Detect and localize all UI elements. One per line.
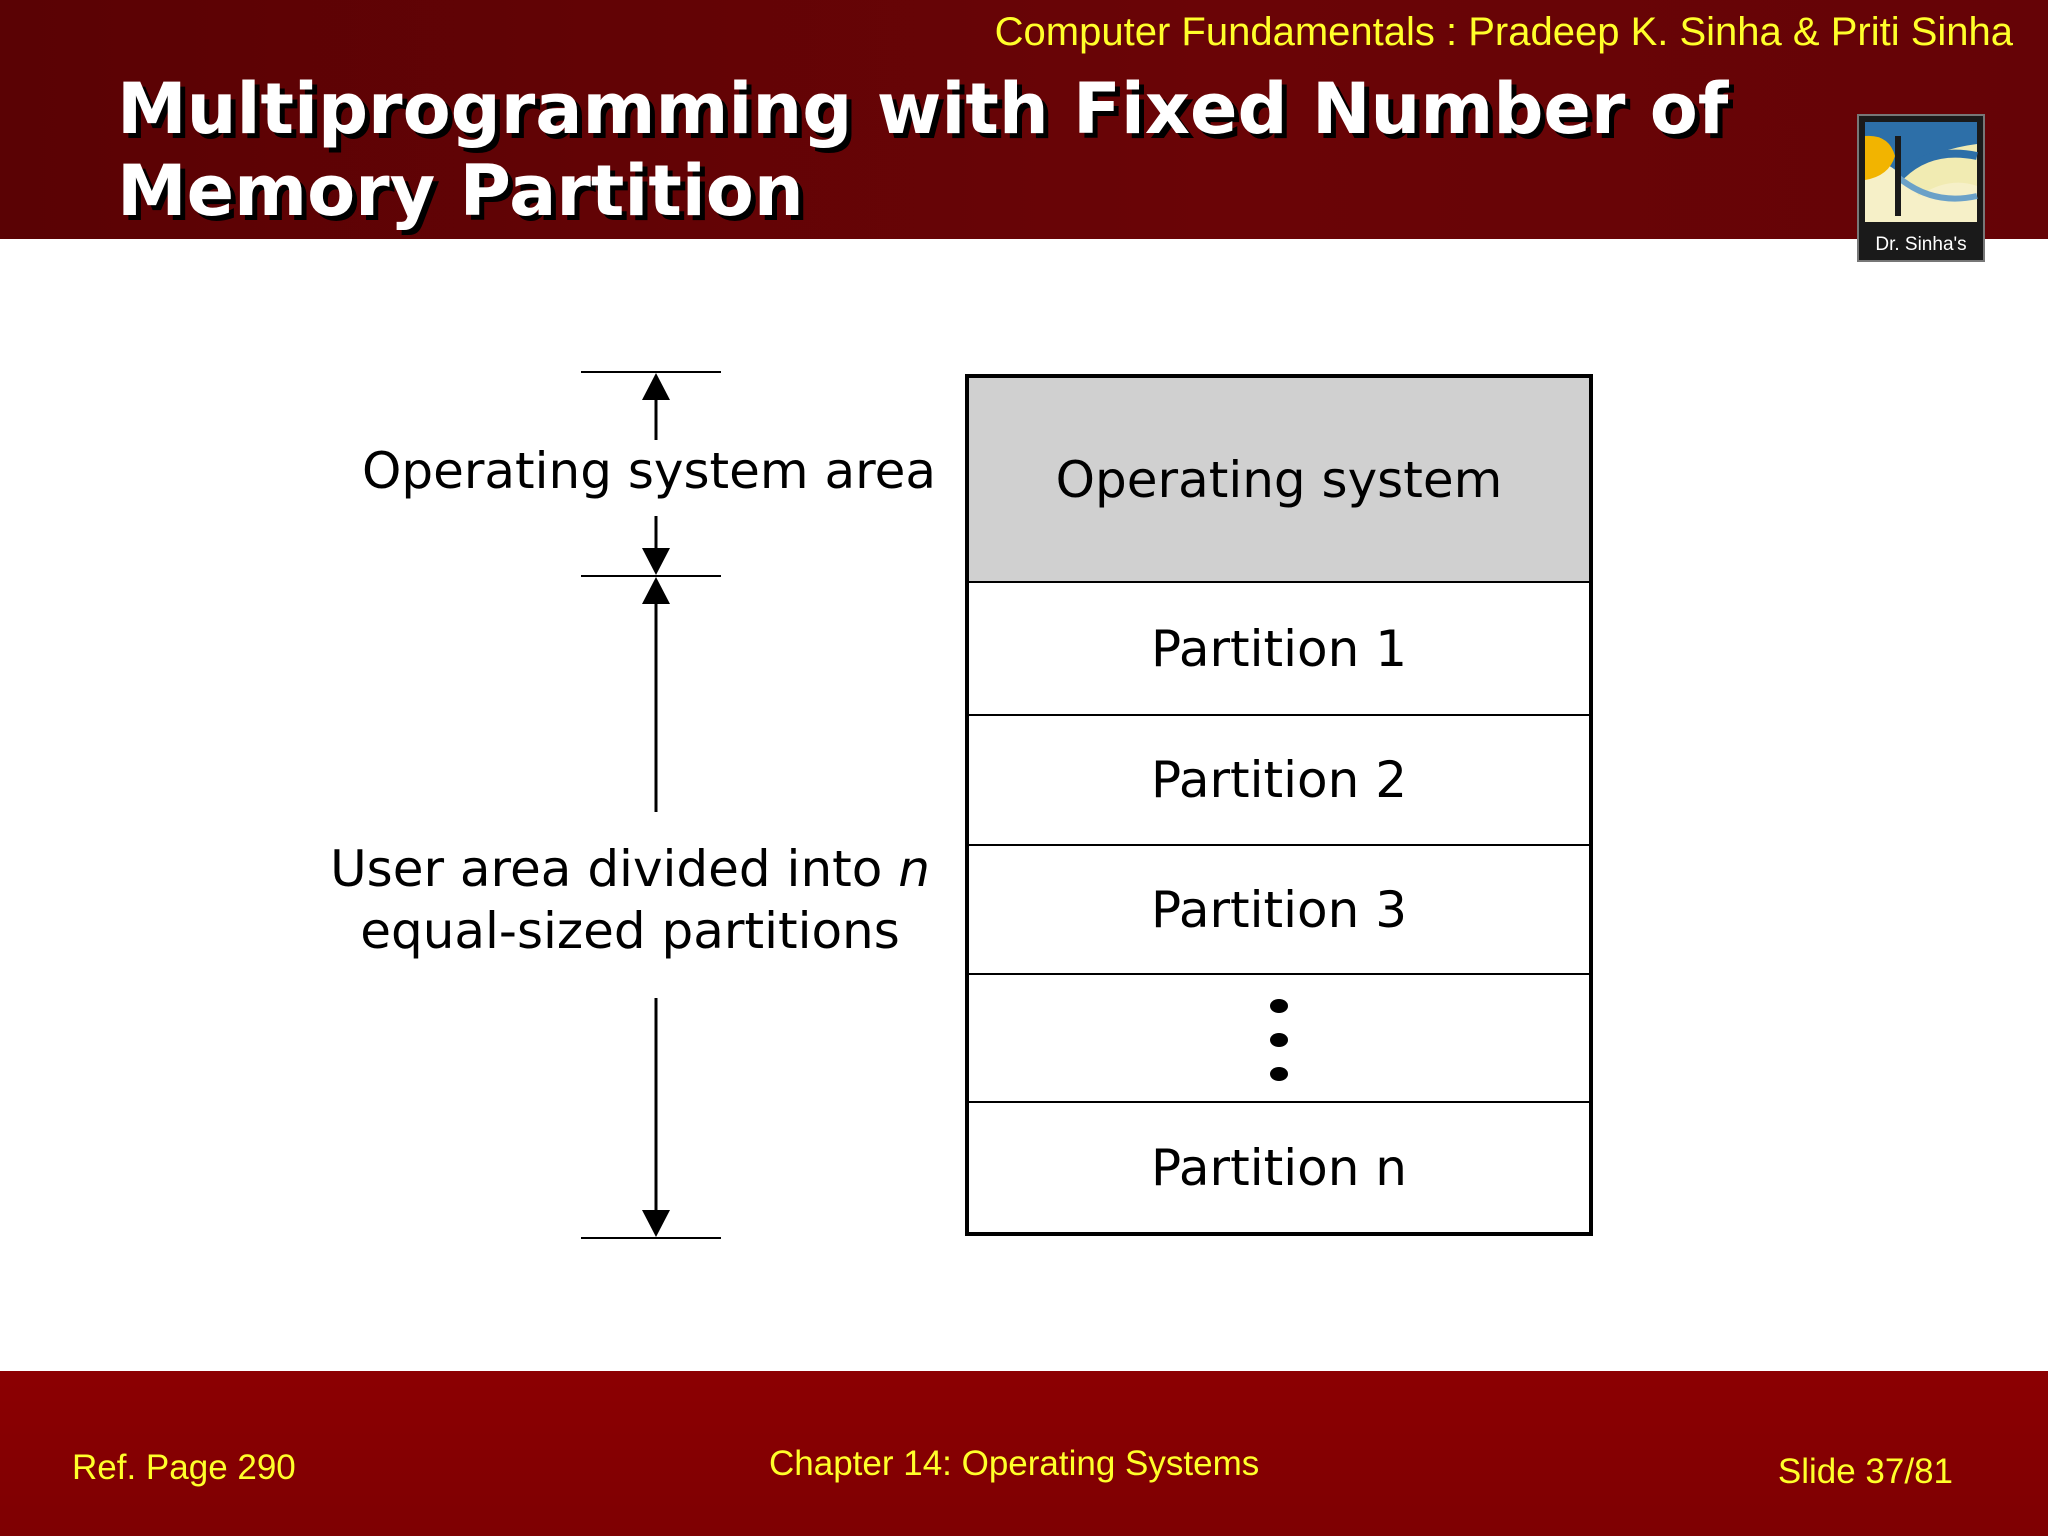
- slide-title: Multiprogramming with Fixed Number of Me…: [117, 68, 1757, 232]
- logo-text: Dr. Sinha's: [1875, 234, 1967, 255]
- os-up-arrowhead: [642, 373, 670, 400]
- user-area-label: User area divided into n equal-sized par…: [300, 838, 960, 962]
- slide-title-line2: Memory Partition: [117, 150, 804, 232]
- user-area-label-line2: equal-sized partitions: [360, 902, 900, 960]
- vertical-ellipsis-icon: [1270, 999, 1288, 1081]
- header-credit: Computer Fundamentals : Pradeep K. Sinha…: [994, 10, 2013, 54]
- slide-number: Slide 37/81: [1777, 1452, 1953, 1491]
- partition-block: Partition 2: [969, 716, 1589, 846]
- partition-block: Partition 3: [969, 846, 1589, 975]
- user-down-arrowhead: [642, 1210, 670, 1237]
- partition-block: Partition 1: [969, 583, 1589, 716]
- ellipsis-block: [969, 975, 1589, 1103]
- slide-header: Computer Fundamentals : Pradeep K. Sinha…: [0, 0, 2048, 239]
- memory-layout: Operating system Partition 1 Partition 2…: [965, 374, 1593, 1236]
- os-down-arrowhead: [642, 548, 670, 575]
- user-area-label-prefix: User area divided into: [330, 840, 899, 898]
- os-area-label: Operating system area: [362, 442, 937, 500]
- dr-sinha-logo: Dr. Sinha's: [1857, 114, 1985, 262]
- ref-page: Ref. Page 290: [72, 1448, 296, 1487]
- slide-title-line1: Multiprogramming with Fixed Number of: [117, 68, 1729, 150]
- chapter-title: Chapter 14: Operating Systems: [769, 1444, 1260, 1483]
- user-area-label-var: n: [898, 840, 930, 898]
- os-block: Operating system: [969, 378, 1589, 583]
- user-up-arrowhead: [642, 577, 670, 604]
- logo-graphic-icon: [1865, 122, 1978, 222]
- partition-block: Partition n: [1151, 1138, 1407, 1197]
- slide-footer: [0, 1371, 2048, 1536]
